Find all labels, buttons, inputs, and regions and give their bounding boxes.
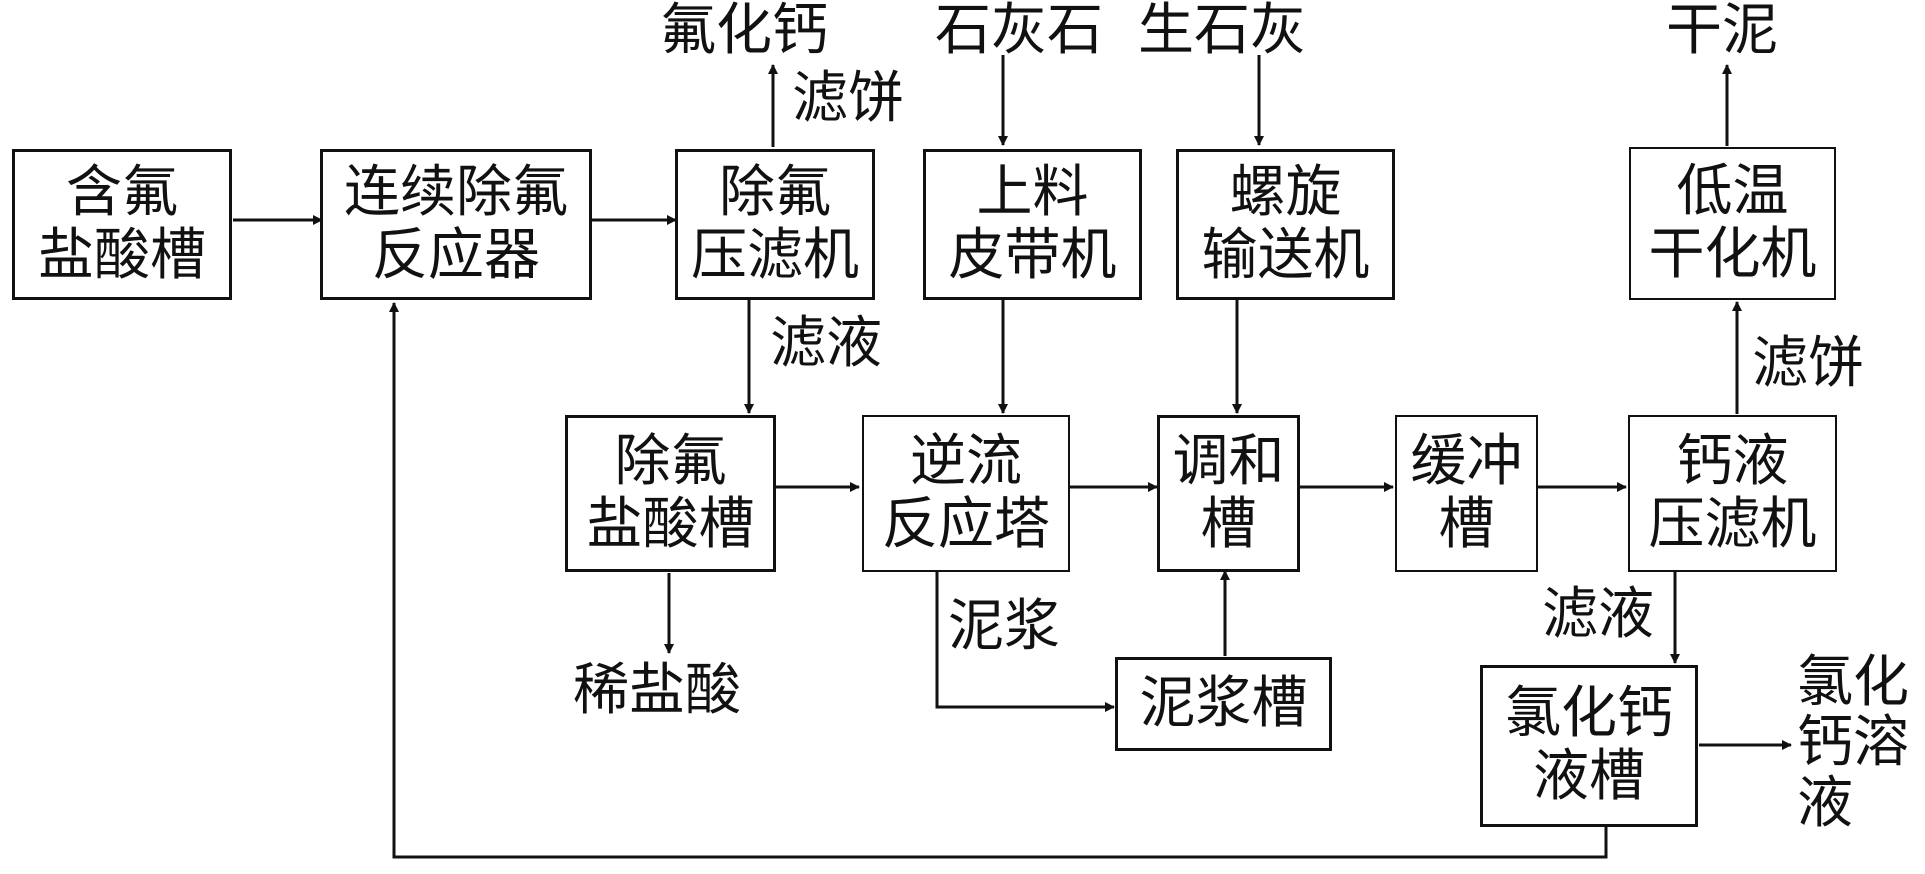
box-line: 压滤机 bbox=[691, 222, 859, 288]
box-low-temp-dryer: 低温 干化机 bbox=[1629, 147, 1836, 300]
box-line: 螺旋 bbox=[1229, 159, 1342, 225]
label-dilute-hcl: 稀盐酸 bbox=[573, 658, 741, 723]
label-cacl2-solution: 氯化 钙溶 液 bbox=[1797, 650, 1909, 836]
box-line: 盐酸槽 bbox=[38, 222, 206, 288]
box-hf-hcl-tank: 含氟 盐酸槽 bbox=[12, 149, 232, 300]
box-line: 液槽 bbox=[1533, 744, 1645, 809]
box-screw-conveyor: 螺旋 输送机 bbox=[1176, 149, 1395, 300]
box-defluor-hcl-tank: 除氟 盐酸槽 bbox=[565, 415, 776, 572]
box-line: 槽 bbox=[1200, 491, 1257, 557]
box-slurry-tank: 泥浆槽 bbox=[1115, 657, 1332, 751]
box-line: 上料 bbox=[976, 159, 1089, 225]
label-filter-cake-1: 滤饼 bbox=[792, 66, 904, 131]
label-dry-mud: 干泥 bbox=[1666, 0, 1778, 63]
box-line: 反应器 bbox=[372, 222, 540, 288]
label-filter-cake-2: 滤饼 bbox=[1752, 331, 1864, 396]
box-line: 皮带机 bbox=[948, 222, 1117, 288]
box-line: 压滤机 bbox=[1648, 491, 1817, 557]
label-filtrate-1: 滤液 bbox=[770, 311, 882, 376]
box-line: 低温 bbox=[1676, 158, 1789, 224]
box-line: 缓冲 bbox=[1410, 428, 1523, 494]
box-line: 泥浆槽 bbox=[1139, 670, 1308, 736]
box-line: 含氟 bbox=[66, 159, 178, 225]
arrow-recycle-loop bbox=[389, 302, 1608, 859]
box-line: 干化机 bbox=[1648, 221, 1817, 287]
label-line: 液 bbox=[1797, 770, 1853, 836]
label-calcium-fluoride: 氟化钙 bbox=[660, 0, 828, 63]
box-line: 除氟 bbox=[719, 159, 831, 225]
box-cacl2-tank: 氯化钙 液槽 bbox=[1480, 665, 1698, 827]
box-mixing-tank: 调和 槽 bbox=[1157, 415, 1300, 572]
box-line: 连续除氟 bbox=[344, 159, 568, 225]
box-line: 氯化钙 bbox=[1505, 681, 1673, 747]
label-limestone: 石灰石 bbox=[935, 0, 1103, 63]
arrow-slurry-path bbox=[935, 572, 1115, 712]
label-line: 氯化 bbox=[1797, 650, 1909, 715]
label-slurry: 泥浆 bbox=[948, 594, 1060, 659]
box-line: 除氟 bbox=[614, 428, 727, 494]
box-line: 槽 bbox=[1438, 491, 1495, 557]
box-line: 钙液 bbox=[1676, 428, 1789, 494]
box-line: 盐酸槽 bbox=[586, 491, 755, 557]
box-line: 反应塔 bbox=[882, 491, 1050, 557]
label-filtrate-2: 滤液 bbox=[1542, 582, 1654, 647]
label-quicklime: 生石灰 bbox=[1138, 0, 1306, 63]
box-line: 逆流 bbox=[910, 428, 1022, 494]
box-counterflow-tower: 逆流 反应塔 bbox=[862, 415, 1070, 572]
label-line: 钙溶 bbox=[1797, 710, 1909, 776]
box-calcium-filter-press: 钙液 压滤机 bbox=[1628, 415, 1837, 572]
box-defluor-filter-press: 除氟 压滤机 bbox=[675, 149, 875, 300]
box-line: 输送机 bbox=[1201, 222, 1370, 288]
box-continuous-reactor: 连续除氟 反应器 bbox=[320, 149, 592, 300]
box-belt-loader: 上料 皮带机 bbox=[923, 149, 1142, 300]
box-line: 调和 bbox=[1172, 428, 1285, 494]
box-buffer-tank: 缓冲 槽 bbox=[1395, 415, 1538, 572]
